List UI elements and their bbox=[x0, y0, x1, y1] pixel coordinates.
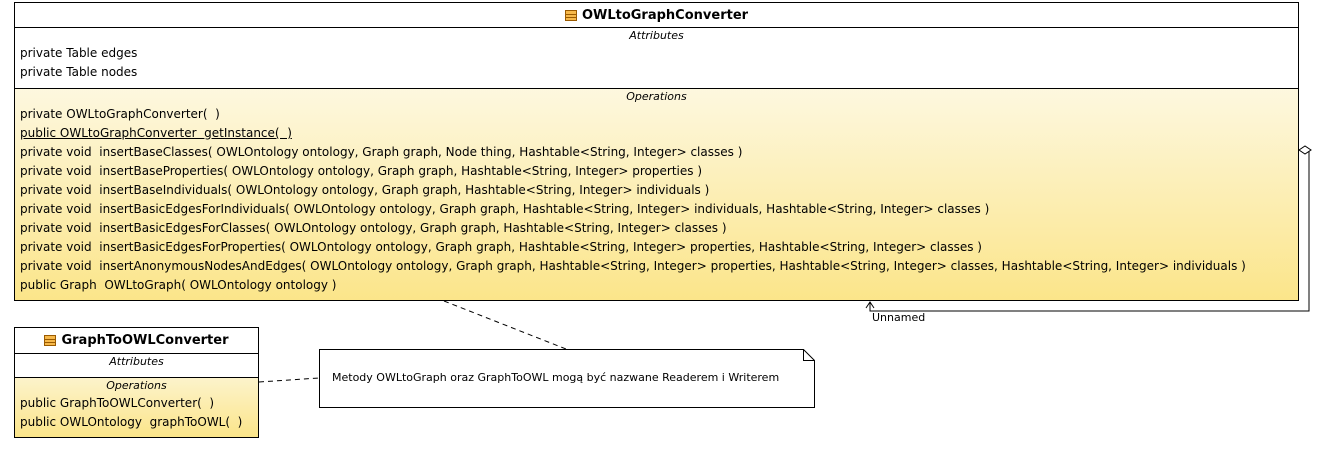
operation[interactable]: private void insertBaseIndividuals( OWLO… bbox=[20, 183, 710, 197]
note-text: Metody OWLtoGraph oraz GraphToOWL mogą b… bbox=[332, 371, 780, 384]
operation[interactable]: public OWLOntology graphToOWL( ) bbox=[20, 415, 243, 429]
operations-title: Operations bbox=[106, 379, 167, 392]
operation[interactable]: public OWLtoGraphConverter getInstance( … bbox=[20, 126, 292, 140]
class-name: OWLtoGraphConverter bbox=[581, 7, 749, 23]
note-link-owl[interactable] bbox=[443, 300, 567, 350]
operation[interactable]: private void insertAnonymousNodesAndEdge… bbox=[20, 259, 1246, 273]
class-header: GraphToOWLConverter bbox=[15, 328, 258, 353]
attribute[interactable]: private Table edges bbox=[20, 46, 138, 60]
operation[interactable]: private OWLtoGraphConverter( ) bbox=[20, 107, 220, 121]
class-graphtoowlconverter[interactable]: GraphToOWLConverter Attributes Operation… bbox=[14, 327, 259, 438]
note-link-g2o[interactable] bbox=[258, 377, 320, 383]
class-header: OWLtoGraphConverter bbox=[15, 3, 1298, 27]
attributes-title: Attributes bbox=[109, 355, 164, 368]
class-icon bbox=[564, 9, 577, 21]
navigability-arrowhead bbox=[865, 301, 875, 309]
association-label[interactable]: Unnamed bbox=[872, 311, 926, 324]
operations-compartment: Operations private OWLtoGraphConverter( … bbox=[15, 88, 1298, 295]
operation[interactable]: private void insertBaseProperties( OWLOn… bbox=[20, 164, 703, 178]
note-fold bbox=[803, 349, 815, 361]
operation[interactable]: private void insertBasicEdgesForClasses(… bbox=[20, 221, 727, 235]
operation[interactable]: private void insertBaseClasses( OWLOntol… bbox=[20, 145, 743, 159]
class-icon bbox=[44, 335, 57, 346]
attributes-compartment: Attributes private Table edges private T… bbox=[15, 27, 1298, 88]
note-shape[interactable] bbox=[319, 349, 815, 408]
attributes-compartment: Attributes bbox=[15, 353, 258, 377]
note[interactable]: Metody OWLtoGraph oraz GraphToOWL mogą b… bbox=[319, 349, 815, 408]
operation[interactable]: public Graph OWLtoGraph( OWLOntology ont… bbox=[20, 278, 337, 292]
aggregation-diamond bbox=[1298, 145, 1312, 155]
operation[interactable]: private void insertBasicEdgesForIndividu… bbox=[20, 202, 990, 216]
attribute[interactable]: private Table nodes bbox=[20, 65, 138, 79]
operation[interactable]: public GraphToOWLConverter( ) bbox=[20, 396, 215, 410]
class-name: GraphToOWLConverter bbox=[61, 333, 229, 348]
attributes-title: Attributes bbox=[629, 29, 684, 42]
class-owltographconverter[interactable]: OWLtoGraphConverter Attributes private T… bbox=[14, 2, 1299, 301]
operations-title: Operations bbox=[626, 90, 687, 103]
operations-compartment: Operations public GraphToOWLConverter( )… bbox=[15, 377, 258, 432]
operation[interactable]: private void insertBasicEdgesForProperti… bbox=[20, 240, 982, 254]
